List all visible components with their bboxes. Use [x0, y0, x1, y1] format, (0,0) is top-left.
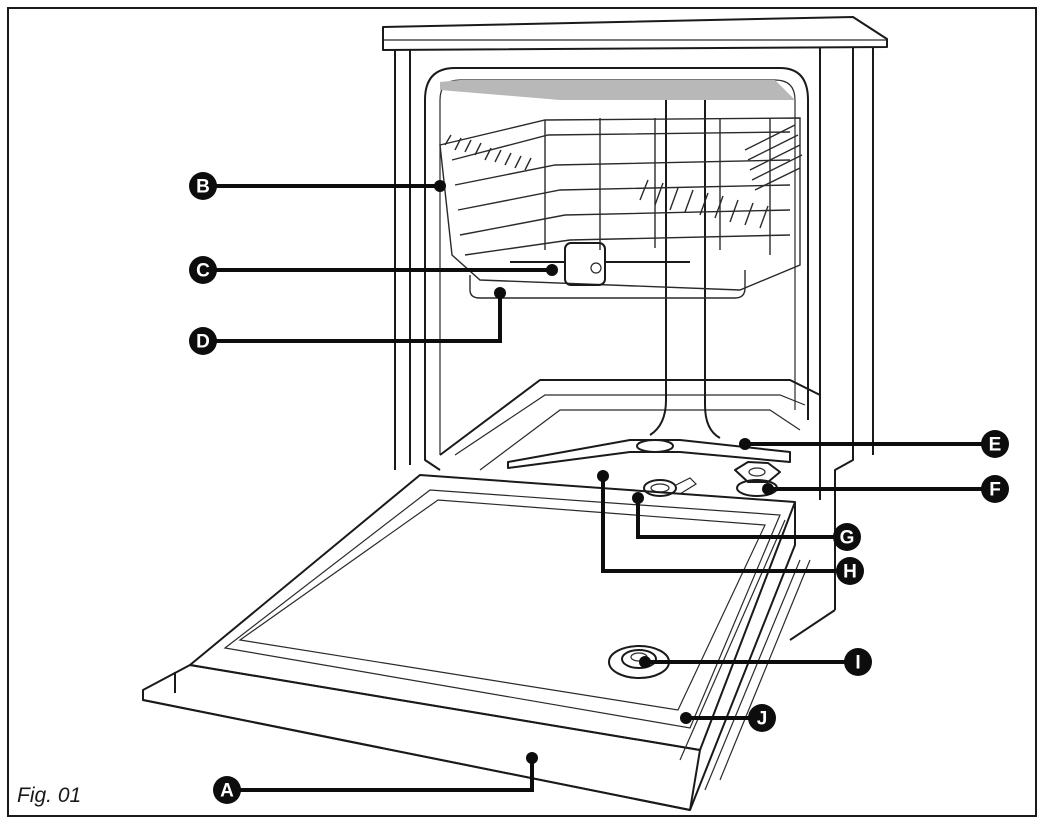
door: [142, 474, 811, 811]
salt-container-cap: [734, 461, 781, 497]
callout-g: G: [833, 523, 861, 551]
lower-spray-arm: [507, 439, 791, 469]
upper-spray-arm-unit: [510, 242, 690, 286]
figure-border: [7, 7, 1037, 817]
leader-g: [636, 498, 847, 539]
callout-f: F: [981, 475, 1009, 503]
leader-lines: [203, 184, 995, 792]
figure-caption: Fig. 01: [17, 784, 82, 807]
callout-e: E: [981, 430, 1009, 458]
callout-letter-d: D: [196, 332, 210, 353]
upper-rack: [439, 117, 803, 299]
callout-letter-f: F: [989, 480, 1001, 501]
callout-letter-b: B: [196, 177, 210, 198]
callout-letter-j: J: [757, 709, 768, 730]
callout-letter-e: E: [989, 435, 1002, 456]
leader-h: [601, 476, 850, 573]
leader-d: [203, 295, 502, 343]
callout-h: H: [836, 557, 864, 585]
callout-c: C: [189, 256, 217, 284]
leader-dots: [434, 180, 774, 764]
cabinet-top: [382, 16, 888, 51]
callout-a: A: [213, 776, 241, 804]
callout-j: J: [748, 704, 776, 732]
callout-letter-c: C: [196, 261, 210, 282]
callout-letter-g: G: [840, 528, 855, 549]
callout-b: B: [189, 172, 217, 200]
callout-letter-h: H: [843, 562, 857, 583]
callout-i: I: [844, 648, 872, 676]
cabinet-body: [394, 47, 874, 641]
callout-letter-a: A: [220, 781, 234, 802]
callout-letter-i: I: [855, 653, 860, 674]
leader-a: [227, 758, 534, 792]
callout-d: D: [189, 327, 217, 355]
spray-tube: [649, 100, 721, 439]
